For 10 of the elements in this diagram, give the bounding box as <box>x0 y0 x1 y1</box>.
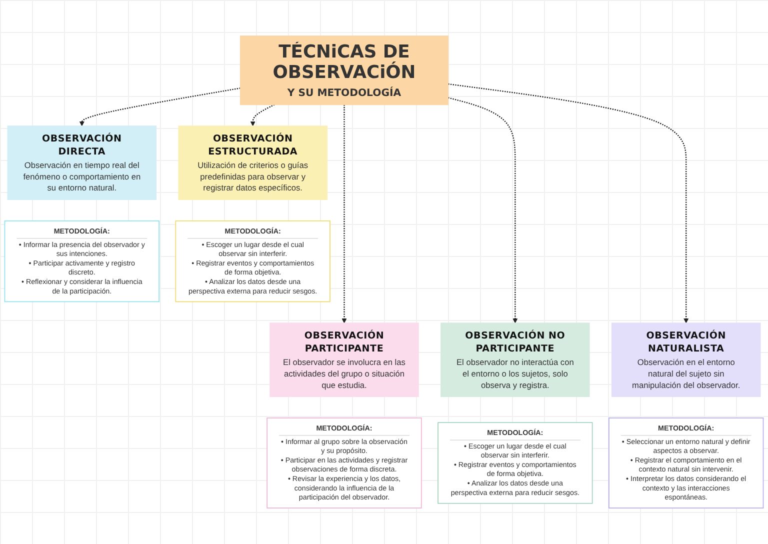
node-box: OBSERVACIÓN NATURALISTA Observación en el entorno natural del sujeto sin manipulación del observador. <box>611 322 761 398</box>
arrow <box>79 88 240 126</box>
node-box: OBSERVACIÓN NO PARTICIPANTE El observador no interactúa con el entorno o los sujetos, solo observa y registra. <box>440 322 590 398</box>
node-box: OBSERVACIÓN ESTRUCTURADA Utilización de criterios o guías predefinidas para observar y registrar datos específicos. <box>178 126 328 200</box>
arrow <box>448 97 518 324</box>
node-box: OBSERVACIÓN DIRECTA Observación en tiempo real del fenómeno o comportamiento en su entorno natural. <box>7 126 157 200</box>
node-box: OBSERVACIÓN PARTICIPANTE El observador se involucra en las actividades del grupo o situación que estudia. <box>270 322 419 398</box>
arrow <box>342 104 347 324</box>
arrow <box>250 104 275 126</box>
arrow <box>448 83 689 324</box>
